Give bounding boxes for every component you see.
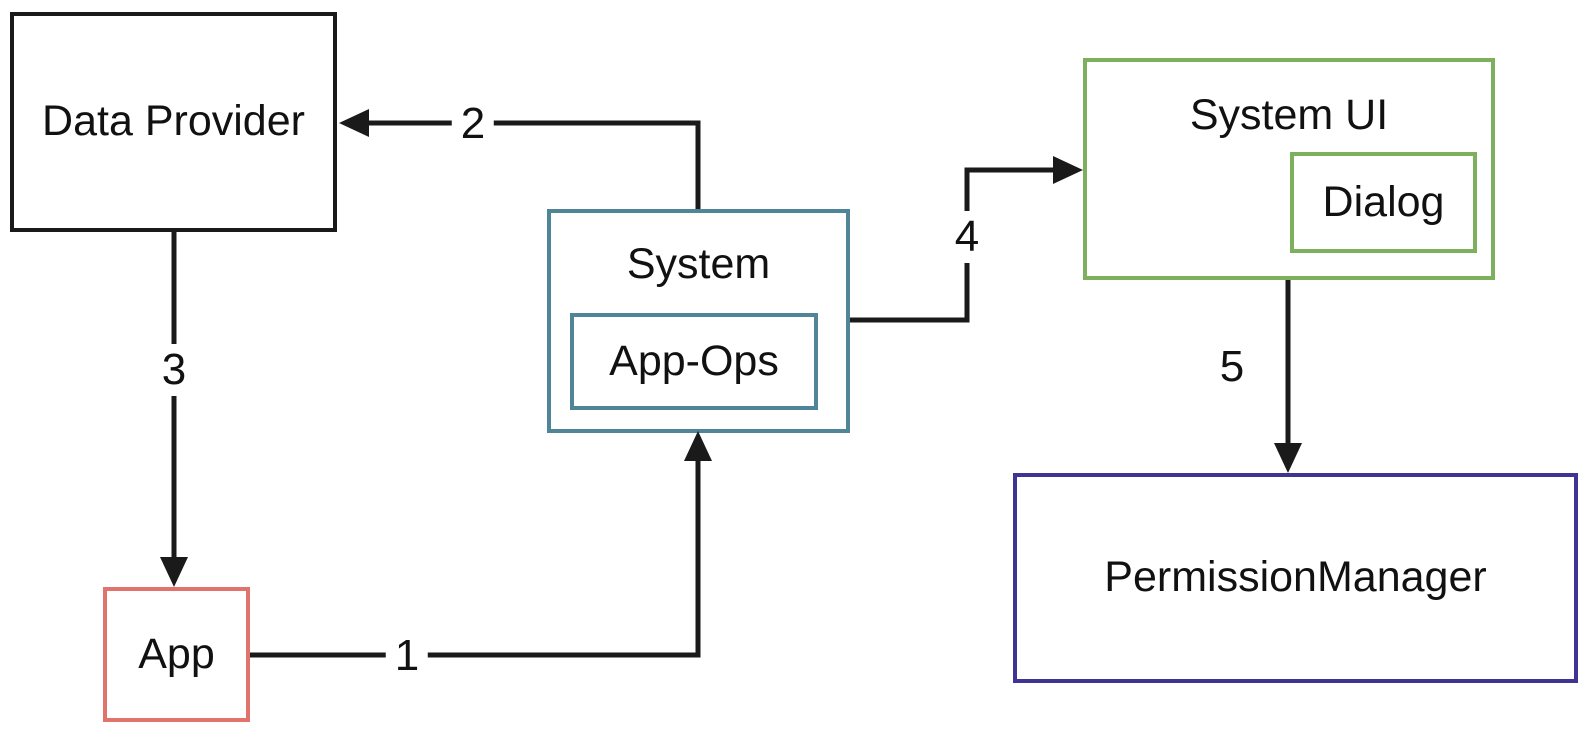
node-system-ui: System UI Dialog [1083, 58, 1495, 280]
arrow-5 [1274, 280, 1302, 473]
node-data-provider-label: Data Provider [42, 97, 305, 146]
node-app-label: App [138, 629, 215, 678]
arrow-1-arrowhead [684, 431, 712, 461]
node-app: App [103, 587, 250, 722]
edge-label-2: 2 [451, 98, 495, 150]
arrow-2 [339, 109, 701, 209]
edge-label-4: 4 [945, 211, 989, 263]
node-dialog-label: Dialog [1322, 177, 1445, 226]
node-data-provider: Data Provider [10, 12, 337, 232]
node-permission-manager: PermissionManager [1013, 473, 1578, 683]
node-dialog: Dialog [1290, 152, 1477, 253]
arrow-3-arrowhead [160, 557, 188, 587]
node-system-label: System [626, 240, 771, 288]
arrow-2-arrowhead [339, 109, 369, 137]
node-app-ops: App-Ops [570, 313, 818, 410]
node-permission-manager-label: PermissionManager [1104, 553, 1487, 602]
edge-label-1: 1 [385, 630, 429, 682]
arrow-2-line [367, 120, 701, 209]
arrow-1-line [250, 459, 701, 658]
edge-label-3: 3 [152, 344, 196, 396]
arrow-5-arrowhead [1274, 443, 1302, 473]
edge-label-5: 5 [1210, 341, 1254, 393]
node-app-ops-label: App-Ops [609, 336, 779, 385]
arrow-1 [250, 431, 712, 658]
arrow-4-arrowhead [1053, 156, 1083, 184]
node-system-ui-label: System UI [1189, 91, 1389, 139]
node-system: System App-Ops [547, 209, 850, 433]
arrow-3 [160, 232, 188, 587]
